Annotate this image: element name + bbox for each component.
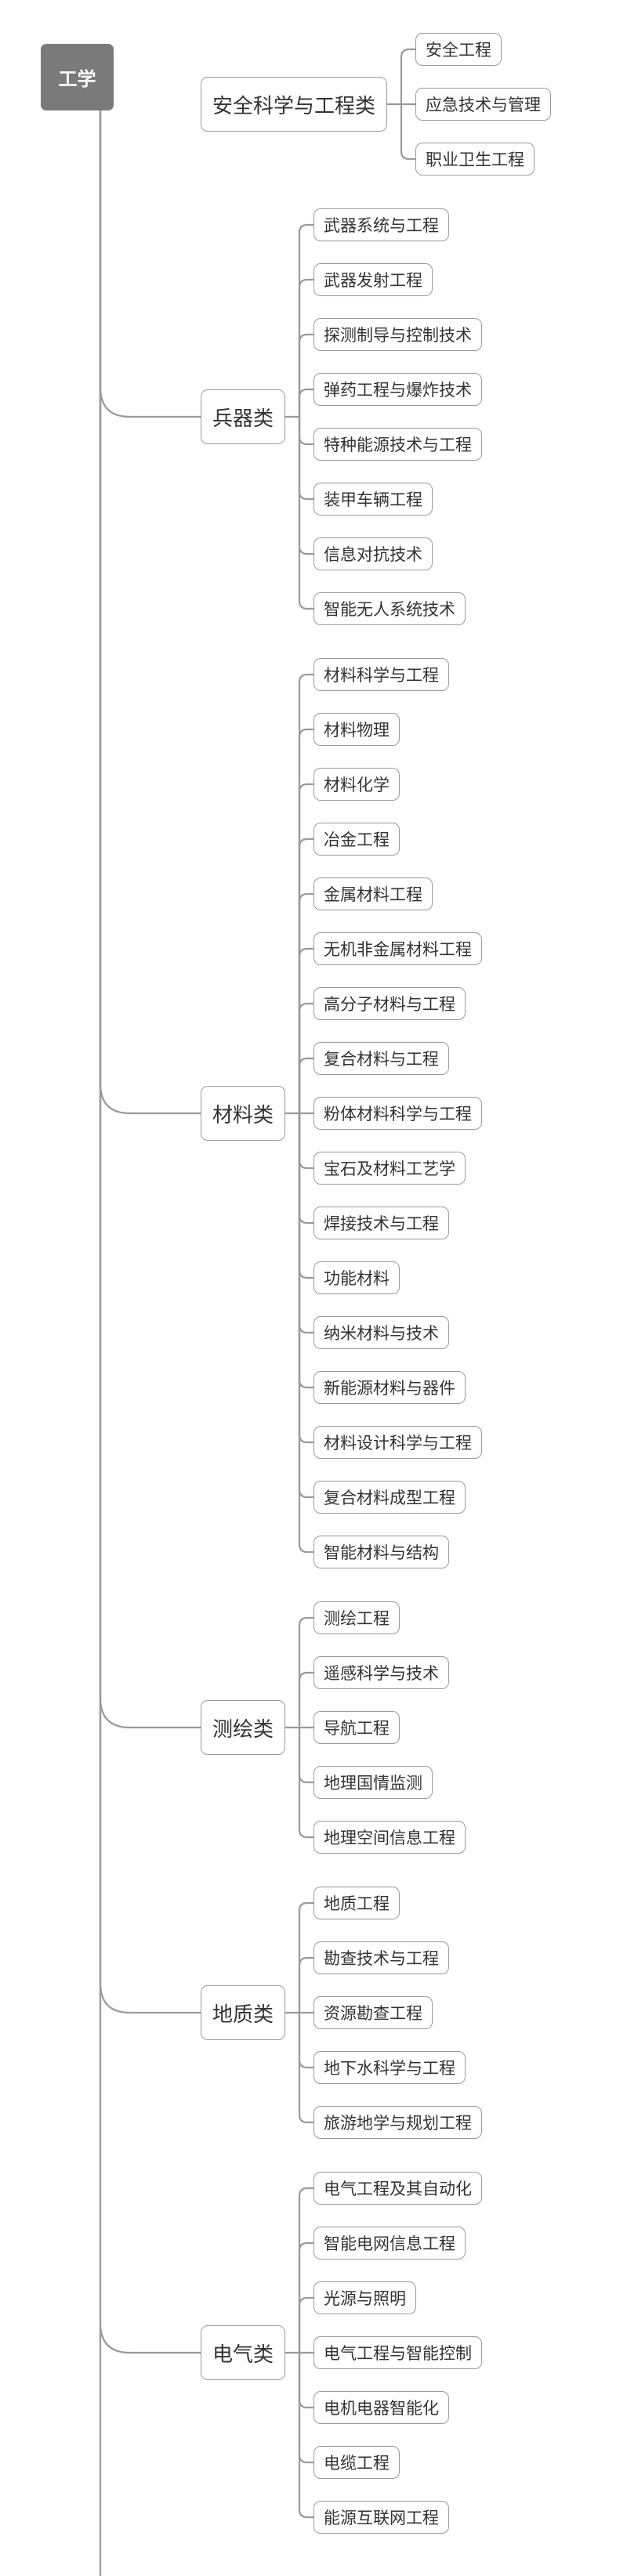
leaf-node[interactable]: 地理国情监测	[314, 1766, 433, 1799]
connector	[298, 417, 314, 446]
leaf-node[interactable]: 弹药工程与爆炸技术	[314, 373, 482, 406]
connector	[298, 673, 314, 1113]
connector	[400, 48, 415, 104]
category-node[interactable]: 材料类	[201, 1086, 286, 1141]
leaf-node[interactable]: 电气工程及其自动化	[314, 2172, 482, 2205]
connector	[298, 2013, 314, 2069]
connector	[298, 1956, 314, 2013]
connector	[298, 728, 314, 1113]
category-node[interactable]: 兵器类	[201, 389, 286, 444]
leaf-node[interactable]: 冶金工程	[314, 823, 400, 856]
category-node[interactable]: 安全科学与工程类	[201, 77, 388, 132]
root-node[interactable]: 工学	[41, 44, 114, 110]
connector	[298, 1057, 314, 1113]
leaf-node[interactable]: 智能无人系统技术	[314, 592, 466, 625]
leaf-node[interactable]: 复合材料成型工程	[314, 1481, 466, 1514]
connector	[298, 1616, 314, 1728]
leaf-node[interactable]: 电缆工程	[314, 2446, 400, 2479]
connector	[298, 388, 314, 417]
leaf-node[interactable]: 高分子材料与工程	[314, 987, 466, 1020]
leaf-node[interactable]: 粉体材料科学与工程	[314, 1097, 482, 1130]
connector	[298, 783, 314, 1113]
leaf-node[interactable]: 材料化学	[314, 768, 400, 801]
connector	[298, 838, 314, 1113]
leaf-node[interactable]: 电气工程与智能控制	[314, 2336, 482, 2369]
connector	[298, 417, 314, 610]
connector	[400, 104, 415, 161]
connector	[298, 1002, 314, 1113]
leaf-node[interactable]: 材料物理	[314, 713, 400, 746]
leaf-node[interactable]: 测绘工程	[314, 1601, 400, 1634]
leaf-node[interactable]: 应急技术与管理	[415, 88, 551, 121]
connector	[298, 2241, 314, 2353]
leaf-node[interactable]: 资源勘查工程	[314, 1996, 433, 2029]
connector	[99, 110, 201, 418]
connector	[298, 1728, 314, 1784]
leaf-node[interactable]: 探测制导与控制技术	[314, 318, 482, 351]
leaf-node[interactable]: 信息对抗技术	[314, 537, 433, 570]
leaf-node[interactable]: 遥感科学与技术	[314, 1656, 449, 1689]
leaf-node[interactable]: 无机非金属材料工程	[314, 932, 482, 965]
leaf-node[interactable]: 复合材料与工程	[314, 1042, 449, 1075]
connector	[298, 2296, 314, 2353]
leaf-node[interactable]: 旅游地学与规划工程	[314, 2106, 482, 2139]
leaf-node[interactable]: 材料设计科学与工程	[314, 1426, 482, 1459]
category-node[interactable]: 测绘类	[201, 1700, 286, 1755]
leaf-node[interactable]: 电机电器智能化	[314, 2391, 449, 2424]
connector	[99, 110, 201, 1729]
connector	[298, 1671, 314, 1728]
leaf-node[interactable]: 功能材料	[314, 1261, 400, 1294]
leaf-node[interactable]: 智能材料与结构	[314, 1536, 449, 1568]
connector	[298, 947, 314, 1113]
leaf-node[interactable]: 职业卫生工程	[415, 143, 535, 175]
leaf-node[interactable]: 纳米材料与技术	[314, 1316, 449, 1349]
leaf-node[interactable]: 金属材料工程	[314, 877, 433, 910]
connector	[298, 417, 314, 501]
leaf-node[interactable]: 导航工程	[314, 1711, 400, 1744]
connector	[298, 892, 314, 1113]
leaf-node[interactable]: 新能源材料与器件	[314, 1371, 466, 1404]
connector	[298, 1113, 314, 1279]
category-node[interactable]: 地质类	[201, 1985, 286, 2040]
leaf-node[interactable]: 勘查技术与工程	[314, 1941, 449, 1974]
connector	[298, 1728, 314, 1839]
category-node[interactable]: 电气类	[201, 2325, 286, 2380]
connector	[298, 1113, 314, 1554]
connector	[99, 110, 201, 1115]
leaf-node[interactable]: 安全工程	[415, 33, 502, 66]
leaf-node[interactable]: 装甲车辆工程	[314, 483, 433, 516]
connector	[298, 1113, 314, 1389]
connector	[298, 2353, 314, 2519]
connector	[298, 417, 314, 555]
leaf-node[interactable]: 地理空间信息工程	[314, 1821, 466, 1854]
leaf-node[interactable]: 特种能源技术与工程	[314, 428, 482, 461]
leaf-node[interactable]: 武器发射工程	[314, 263, 433, 296]
leaf-node[interactable]: 地质工程	[314, 1887, 400, 1919]
connector	[298, 1113, 314, 1170]
connector	[298, 333, 314, 417]
connector	[298, 2187, 314, 2353]
connector	[99, 110, 201, 2354]
leaf-node[interactable]: 地下水科学与工程	[314, 2051, 466, 2084]
leaf-node[interactable]: 宝石及材料工艺学	[314, 1152, 466, 1185]
leaf-node[interactable]: 武器系统与工程	[314, 208, 449, 241]
connector	[298, 2013, 314, 2124]
leaf-node[interactable]: 光源与照明	[314, 2281, 416, 2314]
connector	[298, 2353, 314, 2409]
connector	[298, 223, 314, 417]
connector	[298, 1901, 314, 2013]
leaf-node[interactable]: 焊接技术与工程	[314, 1207, 449, 1239]
leaf-node[interactable]: 能源互联网工程	[314, 2501, 449, 2534]
leaf-node[interactable]: 智能电网信息工程	[314, 2227, 466, 2259]
leaf-node[interactable]: 材料科学与工程	[314, 658, 449, 691]
connector	[298, 278, 314, 417]
